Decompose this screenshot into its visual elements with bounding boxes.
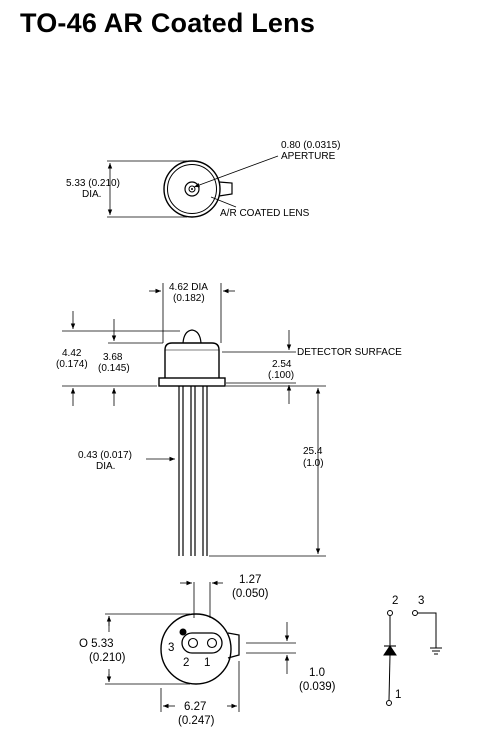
bottom-pin-1 xyxy=(206,637,218,649)
bottom-pin-3-label: 3 xyxy=(168,642,174,654)
top-view-inner-circle xyxy=(167,164,217,214)
pin-offset-mm: 1.0 xyxy=(309,667,325,679)
lens-dome xyxy=(182,329,202,344)
aperture-leader xyxy=(193,155,279,188)
bottom-pin-3 xyxy=(179,628,187,636)
bottom-view xyxy=(105,580,296,712)
side-view xyxy=(62,283,326,557)
header-flange xyxy=(158,377,226,387)
can-body xyxy=(164,342,220,378)
top-view xyxy=(107,155,279,218)
bottom-pin-2-label: 2 xyxy=(183,657,189,669)
lead-length-in: (1.0) xyxy=(303,458,324,469)
schematic-pin-3-label: 3 xyxy=(418,595,424,607)
bottom-dia-in: (0.210) xyxy=(89,652,126,664)
bottom-dia-mm: O 5.33 xyxy=(79,638,114,650)
aperture-dot xyxy=(191,188,193,190)
lead-dia-unit: DIA. xyxy=(96,461,115,472)
detector-in: (.100) xyxy=(268,370,294,381)
top-view-outer-circle xyxy=(163,160,221,218)
detector-mm: 2.54 xyxy=(272,359,292,370)
schematic-pin-1-label: 1 xyxy=(395,689,401,701)
detector-label: DETECTOR SURFACE xyxy=(297,347,402,358)
aperture-value: 0.80 (0.0315) xyxy=(281,140,341,151)
pin-offset-in: (0.039) xyxy=(299,681,336,693)
width-mm: 6.27 xyxy=(184,701,206,713)
lead-length-mm: 25.4 xyxy=(303,446,323,457)
cap-dia-value: 4.62 DIA xyxy=(169,282,208,293)
page-title: TO-46 AR Coated Lens xyxy=(20,8,316,38)
diode-symbol xyxy=(383,645,397,656)
schematic-pin-3 xyxy=(412,610,418,616)
tab-width-in: (0.050) xyxy=(232,588,269,600)
tab-width-mm: 1.27 xyxy=(239,574,261,586)
height-cap-in: (0.145) xyxy=(98,363,130,374)
aperture-label: APERTURE xyxy=(281,151,336,162)
bottom-body-circle xyxy=(160,613,232,685)
schematic-pin-1 xyxy=(386,700,392,706)
lens-leader xyxy=(210,196,237,208)
pin-island xyxy=(181,632,223,654)
aperture-circle xyxy=(188,185,196,193)
lead-dia-value: 0.43 (0.017) xyxy=(78,450,132,461)
lens-label: A/R COATED LENS xyxy=(220,208,310,219)
width-in: (0.247) xyxy=(178,715,215,727)
height-total-in: (0.174) xyxy=(56,359,88,370)
height-total-mm: 4.42 xyxy=(62,348,82,359)
cap-dia-inch: (0.182) xyxy=(173,293,205,304)
top-dia-value: 5.33 (0.210) xyxy=(66,178,120,189)
height-cap-mm: 3.68 xyxy=(103,352,123,363)
schematic-pin-2-label: 2 xyxy=(392,595,398,607)
bottom-pin-2 xyxy=(187,637,199,649)
bottom-pin-1-label: 1 xyxy=(204,657,210,669)
bottom-tab xyxy=(227,632,240,659)
lens-outer-ring xyxy=(184,181,200,197)
ground-icon xyxy=(430,647,442,655)
top-view-tab xyxy=(218,181,233,197)
schematic-pin-2 xyxy=(387,610,393,616)
schematic xyxy=(383,610,442,706)
top-dia-unit: DIA. xyxy=(82,189,101,200)
